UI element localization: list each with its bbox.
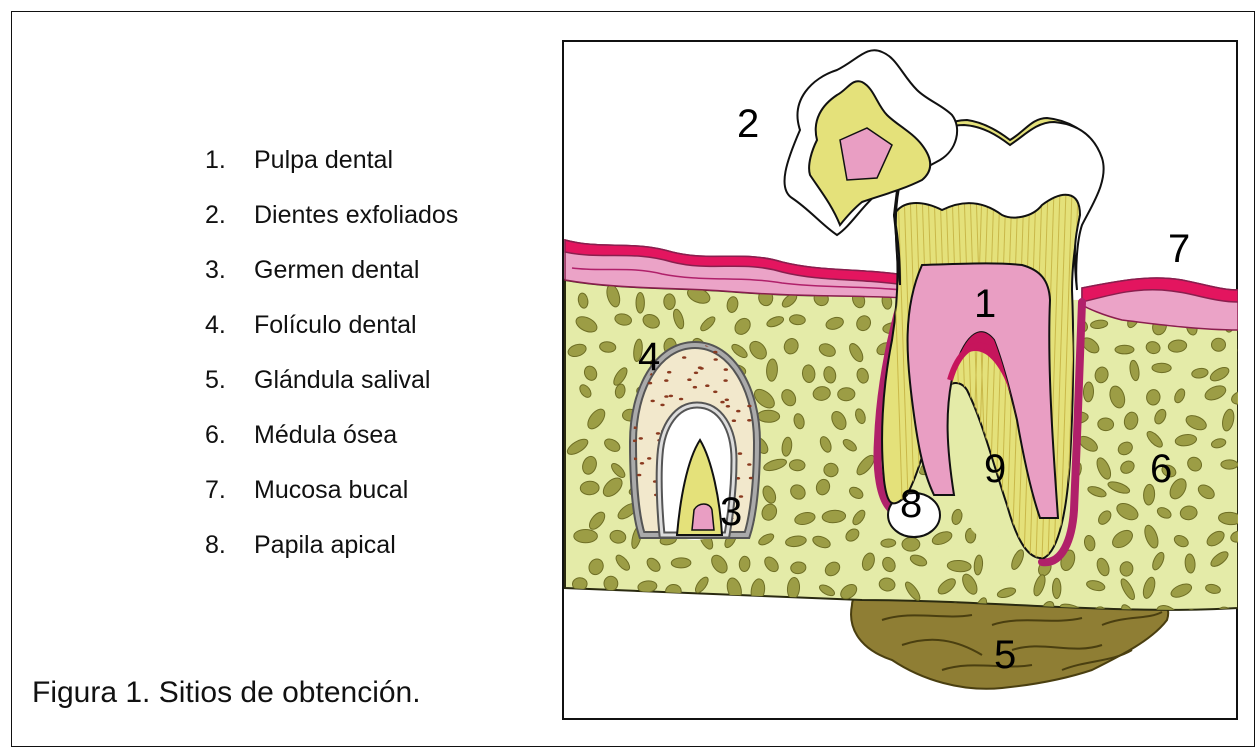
marrow-spot [1083, 382, 1094, 402]
marrow-spot [1221, 460, 1238, 469]
marrow-spot [1152, 363, 1171, 373]
legend-item: 8.Papila apical [205, 530, 458, 585]
follicle-dot [639, 437, 643, 440]
follicle-dot [747, 419, 751, 422]
legend-label: Folículo dental [254, 311, 417, 339]
marrow-spot [757, 410, 779, 422]
legend-number: 5. [205, 365, 254, 395]
follicle-dot [679, 398, 683, 401]
marrow-spot [881, 539, 896, 548]
diagram-label-4: 4 [638, 335, 660, 379]
figure-caption: Figura 1. Sitios de obtención. [32, 676, 421, 710]
marrow-spot [902, 538, 920, 552]
diagram-label-7: 7 [1168, 227, 1190, 271]
follicle-dot [723, 379, 727, 382]
marrow-spot [671, 558, 691, 568]
legend-item: 1.Pulpa dental [205, 145, 458, 200]
legend-item: 7.Mucosa bucal [205, 475, 458, 530]
legend-item: 6.Médula ósea [205, 420, 458, 475]
legend-number: 4. [205, 310, 254, 340]
marrow-spot [664, 294, 676, 310]
legend-number: 8. [205, 530, 254, 560]
legend-item: 4.Folículo dental [205, 310, 458, 365]
marrow-spot [1053, 578, 1061, 598]
legend-number: 1. [205, 145, 254, 175]
marrow-spot [789, 459, 805, 471]
marrow-spot [837, 387, 855, 401]
legend-label: Dientes exfoliados [254, 201, 458, 229]
marrow-spot [1115, 345, 1134, 354]
diagram-label-3: 3 [720, 490, 742, 534]
follicle-dot [648, 382, 652, 385]
follicle-dot [736, 410, 740, 413]
follicle-dot [667, 371, 671, 374]
follicle-dot [664, 379, 668, 382]
diagram-label-8: 8 [900, 482, 922, 526]
marrow-spot [574, 530, 598, 543]
legend-label: Mucosa bucal [254, 476, 408, 504]
legend-label: Pulpa dental [254, 146, 393, 174]
legend-label: Papila apical [254, 531, 396, 559]
legend-item: 3.Germen dental [205, 255, 458, 310]
marrow-spot [604, 576, 619, 592]
follicle-dot [698, 366, 702, 369]
follicle-dot [682, 356, 686, 359]
diagram-label-6: 6 [1150, 447, 1172, 491]
follicle-dot [694, 372, 698, 375]
follicle-dot [747, 463, 751, 466]
follicle-dot [720, 401, 724, 404]
marrow-spot [636, 293, 644, 314]
follicle-dot [714, 358, 718, 361]
follicle-dot [713, 351, 717, 354]
legend-item: 2.Dientes exfoliados [205, 200, 458, 255]
dental-germ-pulp [692, 504, 714, 530]
diagram-label-9: 9 [984, 447, 1006, 491]
diagram-label-2: 2 [737, 102, 759, 146]
follicle-dot [640, 462, 644, 465]
tooth-anatomy-diagram: 1 2 3 4 5 6 7 8 9 [562, 40, 1238, 720]
follicle-dot [738, 452, 742, 455]
follicle-dot [669, 395, 673, 398]
follicle-dot [725, 399, 729, 402]
marrow-spot [1211, 338, 1225, 351]
follicle-dot [660, 404, 664, 407]
marrow-spot [580, 481, 599, 495]
follicle-dot [724, 368, 728, 371]
legend-number: 7. [205, 475, 254, 505]
follicle-dot [693, 386, 697, 389]
legend-label: Germen dental [254, 256, 419, 284]
follicle-dot [651, 400, 655, 403]
legend-number: 3. [205, 255, 254, 285]
follicle-dot [664, 395, 668, 398]
follicle-dot [705, 384, 709, 387]
follicle-dot [647, 457, 651, 460]
legend-number: 2. [205, 200, 254, 230]
follicle-dot [726, 405, 730, 408]
legend-label: Glándula salival [254, 366, 431, 394]
follicle-dot [747, 405, 751, 408]
legend-item: 5.Glándula salival [205, 365, 458, 420]
diagram-label-1: 1 [974, 282, 996, 326]
follicle-dot [687, 378, 691, 381]
diagram-label-5: 5 [994, 633, 1016, 677]
follicle-dot [732, 419, 736, 422]
legend-number: 6. [205, 420, 254, 450]
follicle-dot [637, 474, 641, 477]
legend-list: 1.Pulpa dental 2.Dientes exfoliados 3.Ge… [205, 145, 458, 585]
follicle-dot [713, 391, 717, 394]
follicle-dot [656, 432, 660, 435]
legend-label: Médula ósea [254, 421, 397, 449]
follicle-dot [632, 440, 636, 443]
